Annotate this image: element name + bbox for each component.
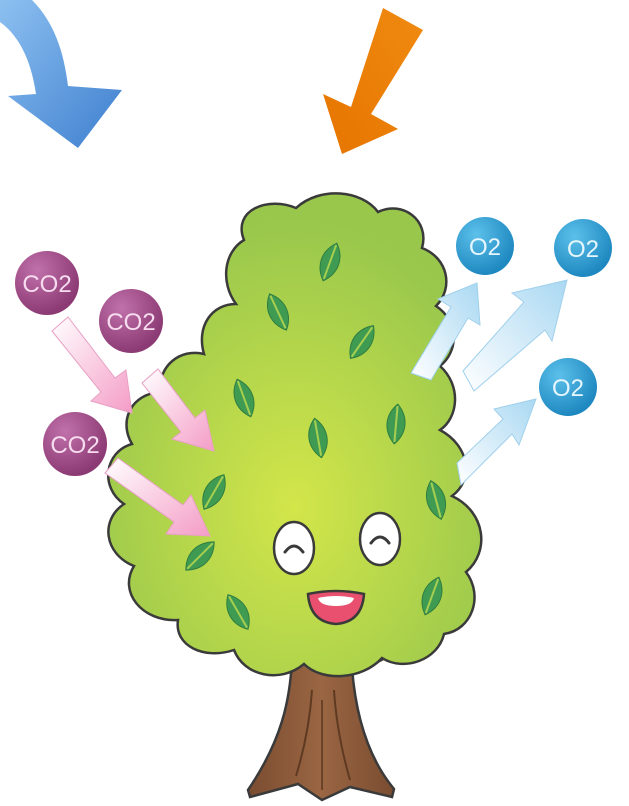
co2-molecule: CO2 xyxy=(99,289,163,353)
blue-curved-arrow-icon xyxy=(0,0,122,148)
svg-text:CO2: CO2 xyxy=(106,309,155,336)
o2-arrow-3 xyxy=(457,399,536,485)
svg-text:O2: O2 xyxy=(552,375,584,402)
o2-molecule: O2 xyxy=(456,217,514,275)
left-eye xyxy=(274,522,314,574)
orange-arrow-icon xyxy=(323,8,423,154)
co2-molecule: CO2 xyxy=(43,412,107,476)
o2-molecule: O2 xyxy=(539,358,597,416)
right-eye xyxy=(360,513,400,565)
svg-text:CO2: CO2 xyxy=(22,271,71,298)
svg-text:O2: O2 xyxy=(567,236,599,263)
o2-molecule: O2 xyxy=(554,219,612,277)
svg-text:O2: O2 xyxy=(469,234,501,261)
co2-molecule: CO2 xyxy=(15,251,79,315)
svg-text:CO2: CO2 xyxy=(50,432,99,459)
